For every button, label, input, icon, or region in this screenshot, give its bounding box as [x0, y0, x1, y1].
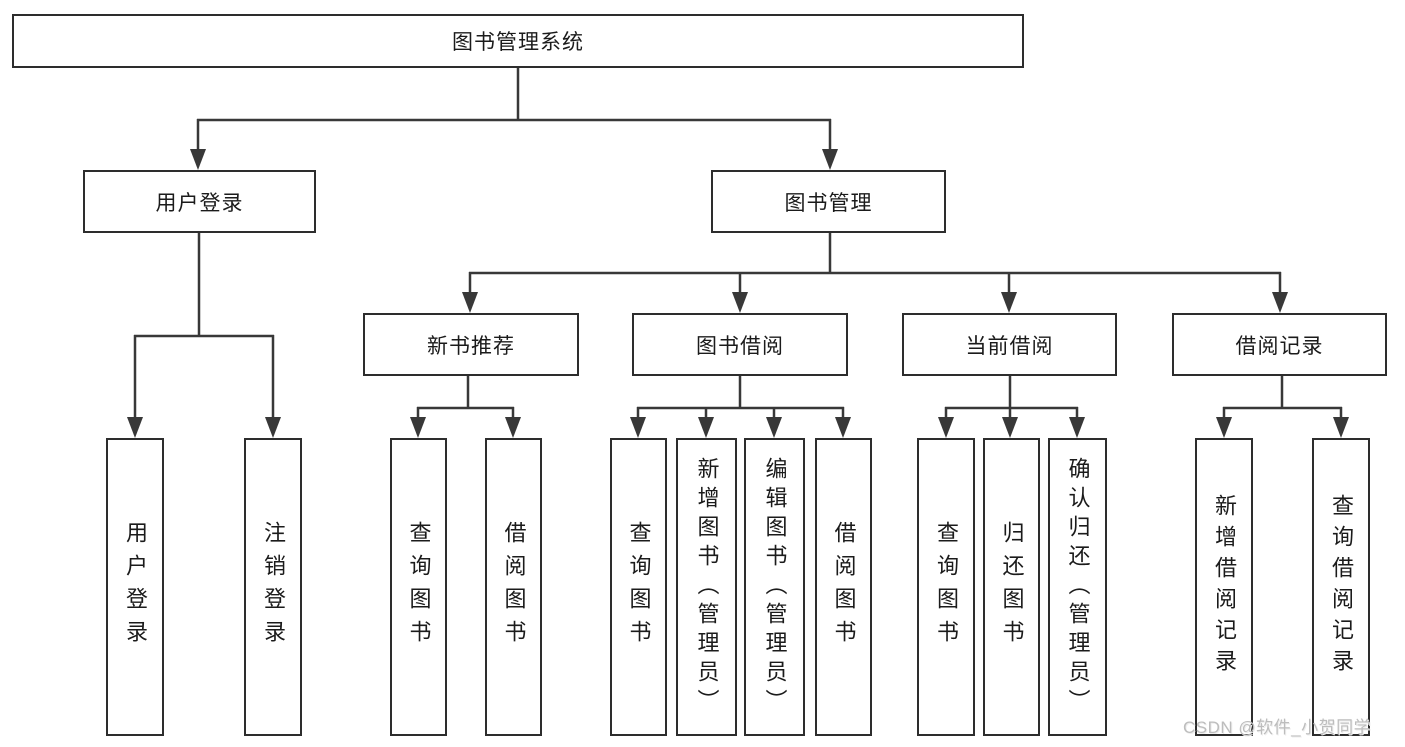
leaf-label: 注销登录 — [261, 521, 286, 653]
leaf-query-borrow-record: 查询借阅记录 — [1312, 438, 1370, 736]
leaf-label: 借阅图书 — [501, 521, 527, 653]
leaf-edit-book-admin: 编辑图书（管理员） — [744, 438, 805, 736]
leaf-label: 查询借阅记录 — [1329, 494, 1354, 680]
leaf-add-book-admin: 新增图书（管理员） — [676, 438, 737, 736]
leaf-label: 查询图书 — [406, 521, 432, 653]
leaf-label: 借阅图书 — [831, 521, 857, 653]
leaf-label: 确认归还（管理员） — [1065, 456, 1091, 718]
node-book-management: 图书管理 — [711, 170, 946, 233]
leaf-label: 编辑图书（管理员） — [762, 456, 788, 718]
leaf-label: 新增图书（管理员） — [694, 456, 720, 718]
leaf-label: 新增借阅记录 — [1212, 494, 1237, 680]
node-book-borrowing: 图书借阅 — [632, 313, 848, 376]
node-current-borrowing: 当前借阅 — [902, 313, 1117, 376]
leaf-query-books-3: 查询图书 — [917, 438, 975, 736]
tree-edges — [133, 68, 1343, 424]
node-label: 借阅记录 — [1235, 334, 1324, 358]
leaf-borrow-books-1: 借阅图书 — [485, 438, 542, 736]
leaf-label: 查询图书 — [626, 521, 652, 653]
node-new-book-recommend: 新书推荐 — [363, 313, 579, 376]
node-label: 图书管理 — [784, 191, 873, 215]
leaf-confirm-return-admin: 确认归还（管理员） — [1048, 438, 1107, 736]
root-node: 图书管理系统 — [12, 14, 1024, 68]
node-borrowing-records: 借阅记录 — [1172, 313, 1387, 376]
watermark: CSDN @软件_小贺同学 — [1183, 718, 1372, 737]
node-label: 图书借阅 — [696, 334, 784, 358]
leaf-add-borrow-record: 新增借阅记录 — [1195, 438, 1253, 736]
node-user-login: 用户登录 — [83, 170, 316, 233]
arrowheads — [127, 149, 1349, 438]
node-label: 用户登录 — [155, 191, 244, 215]
leaf-query-books-1: 查询图书 — [390, 438, 447, 736]
leaf-label: 用户登录 — [123, 521, 148, 653]
leaf-label: 归还图书 — [999, 521, 1025, 653]
leaf-user-login: 用户登录 — [106, 438, 164, 736]
node-label: 新书推荐 — [427, 334, 515, 358]
leaf-return-books: 归还图书 — [983, 438, 1040, 736]
leaf-label: 查询图书 — [934, 521, 959, 653]
root-node-label: 图书管理系统 — [452, 31, 584, 54]
leaf-borrow-books-2: 借阅图书 — [815, 438, 872, 736]
leaf-logout: 注销登录 — [244, 438, 302, 736]
node-label: 当前借阅 — [965, 334, 1054, 358]
leaf-query-books-2: 查询图书 — [610, 438, 667, 736]
